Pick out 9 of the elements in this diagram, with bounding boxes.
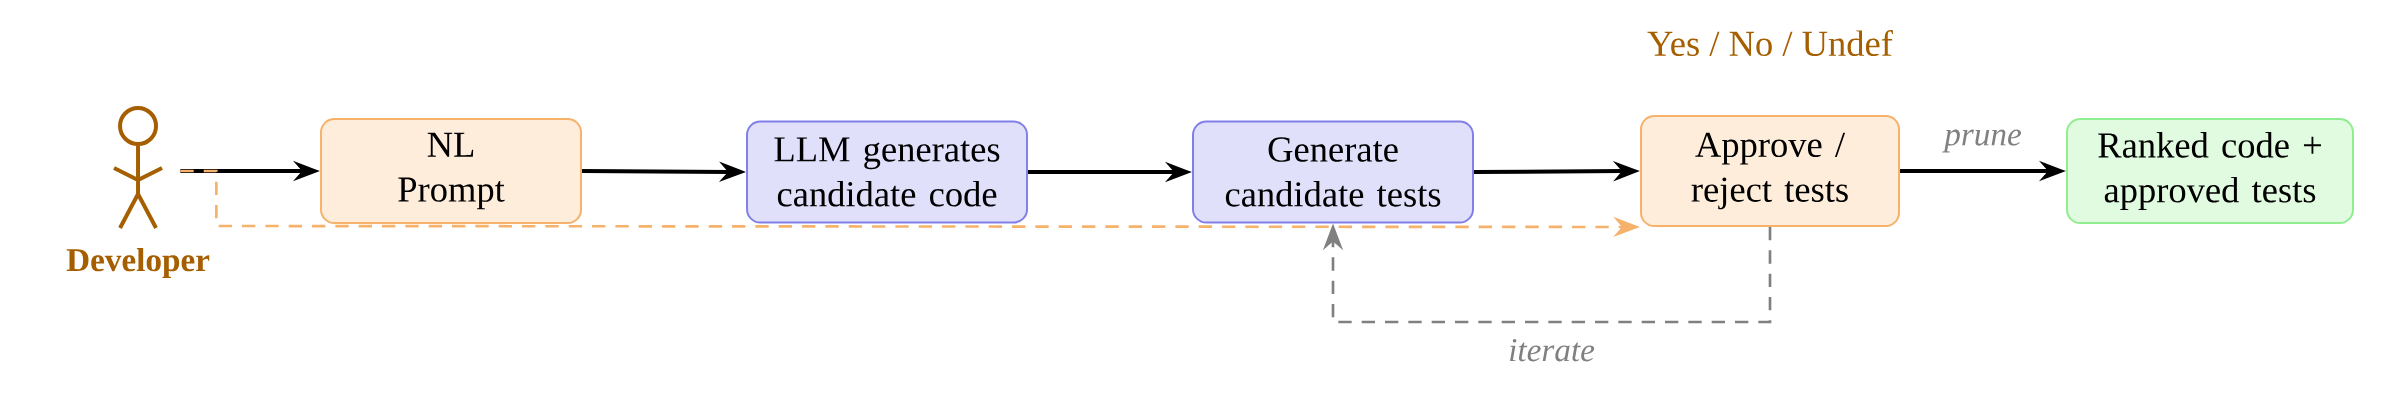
outcome-label: Yes / No / Undef bbox=[1647, 29, 1893, 57]
process-box: Approve / reject tests bbox=[1640, 115, 1900, 227]
edge-label: iterate bbox=[1504, 335, 1599, 365]
process-box: LLM generates candidate code bbox=[746, 120, 1029, 224]
edge-label: prune bbox=[1940, 126, 2026, 156]
process-box: Generate candidate tests bbox=[1192, 120, 1474, 224]
process-box: Ranked code + approved tests bbox=[2066, 118, 2354, 224]
person-label: Developer bbox=[66, 247, 210, 279]
process-box: NL Prompt bbox=[320, 118, 582, 224]
